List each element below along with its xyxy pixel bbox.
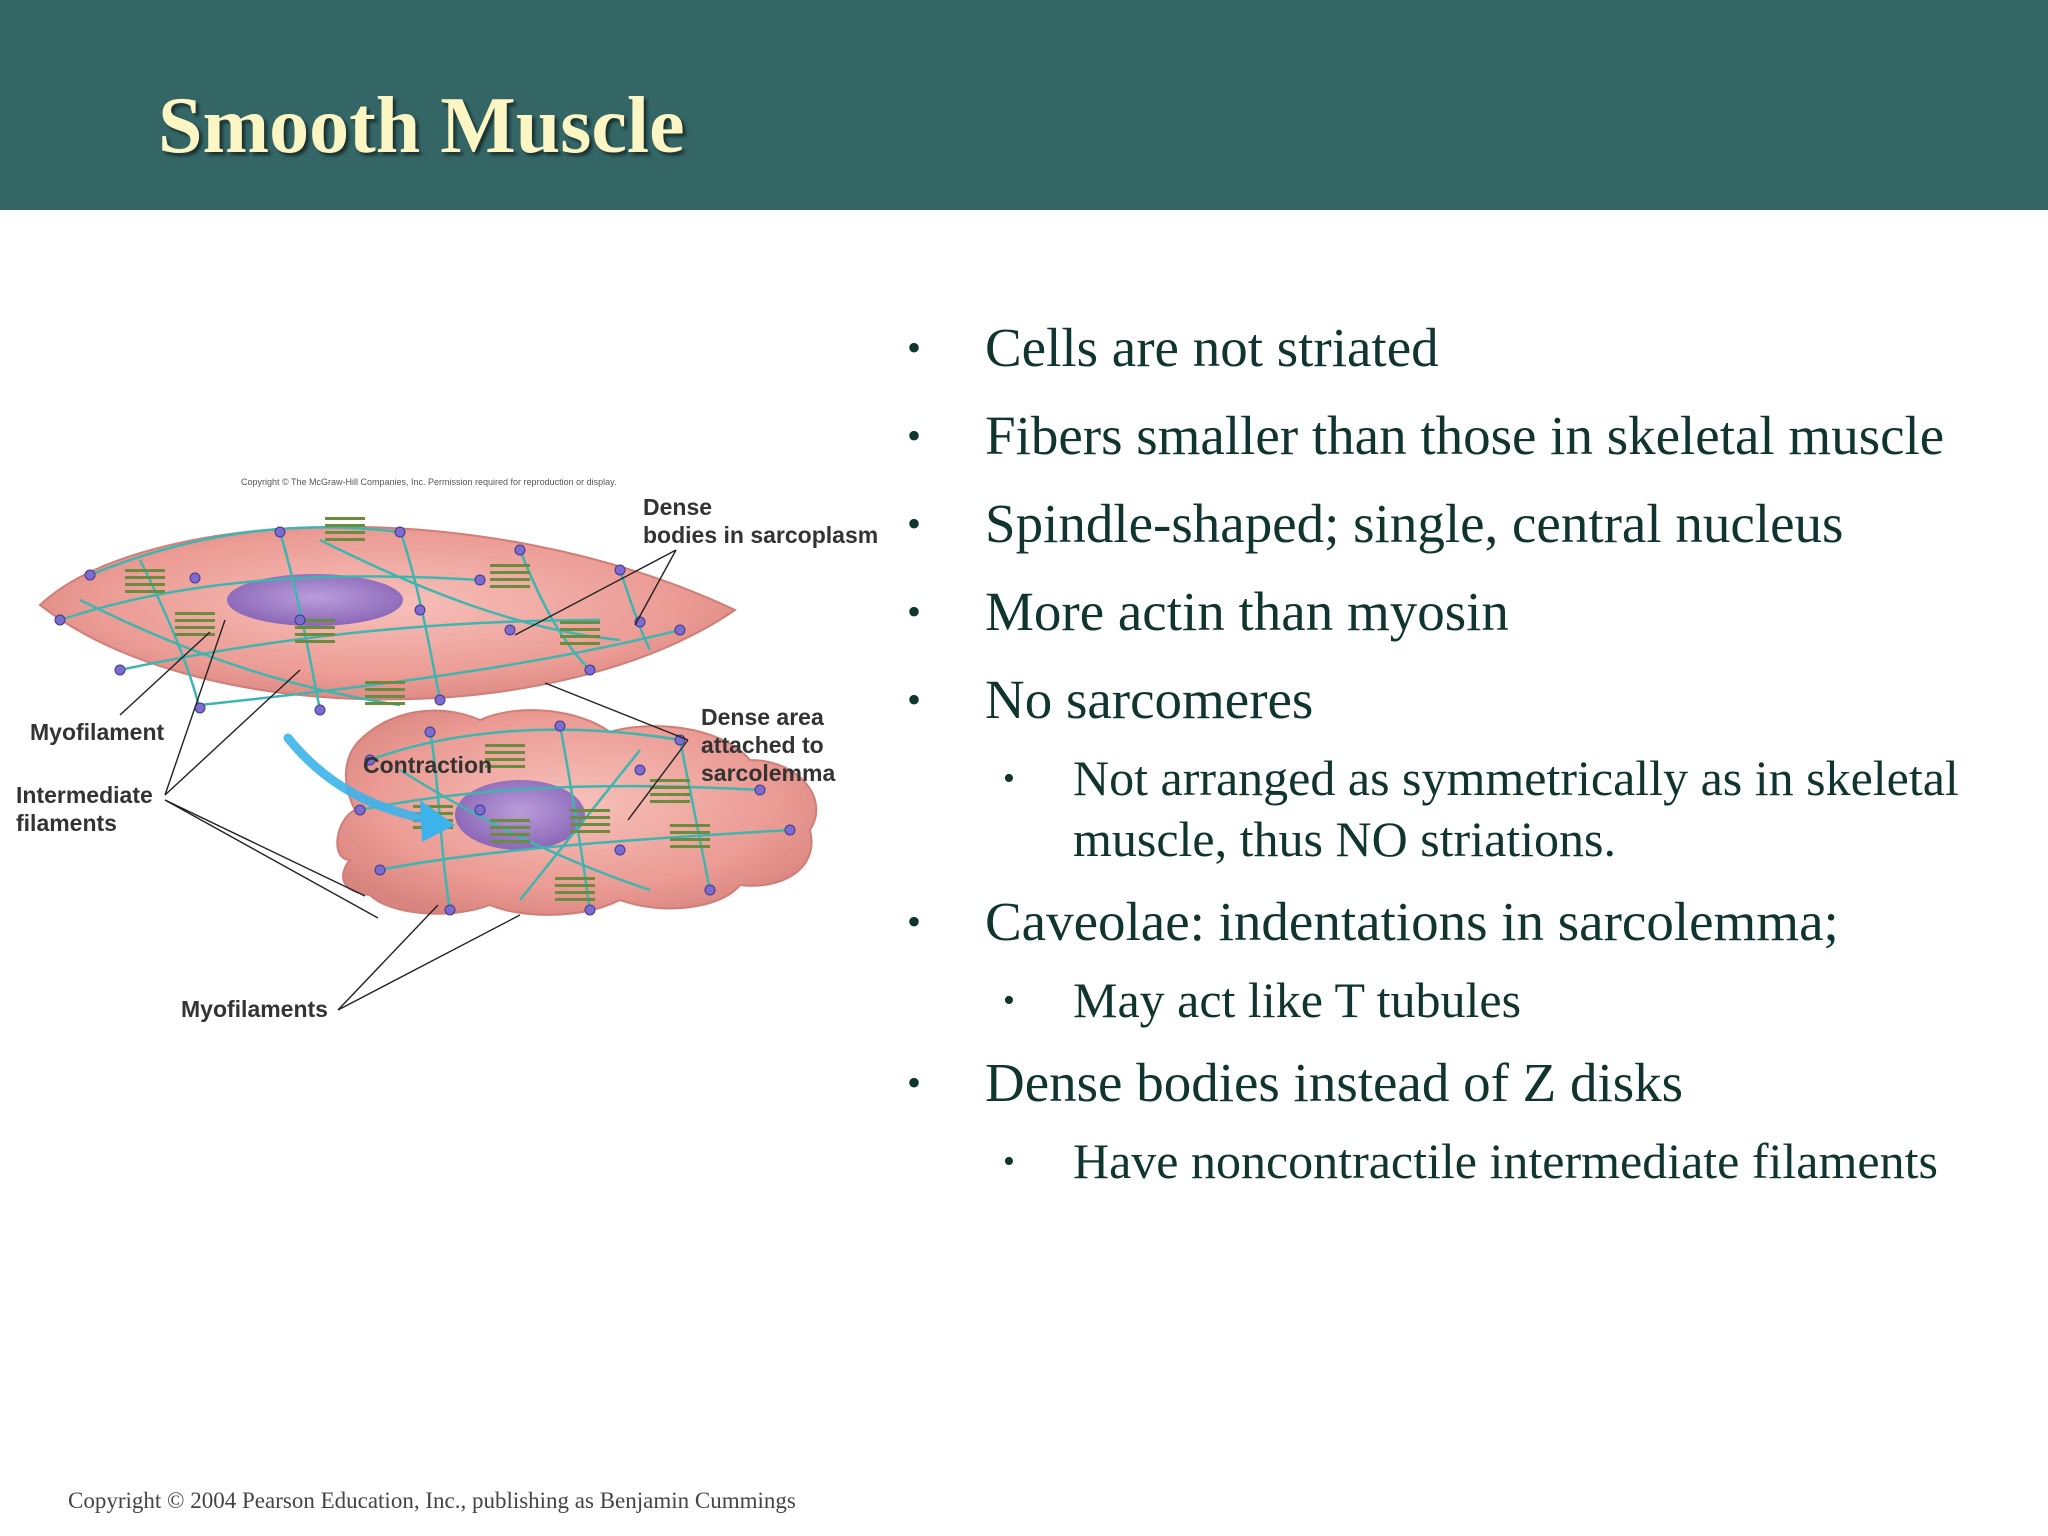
sub-bullet-item: Not arranged as symmetrically as in skel… [993, 748, 2025, 870]
smooth-muscle-diagram: Copyright © The McGraw-Hill Companies, I… [0, 470, 900, 1040]
label-myofilament: Myofilament [30, 719, 165, 745]
label-intermediate-filaments: Intermediate filaments [16, 782, 153, 836]
bullet-item: Cells are not striated [905, 318, 2025, 379]
label-dense-area: Dense area attached to sarcolemma [701, 704, 836, 786]
label-contraction: Contraction [363, 752, 493, 778]
bullet-item: Spindle-shaped; single, central nucleus [905, 494, 2025, 555]
bullet-item: Fibers smaller than those in skeletal mu… [905, 406, 2025, 467]
relaxed-nucleus [227, 574, 403, 626]
bullet-item: Dense bodies instead of Z disks [905, 1053, 2025, 1114]
sub-bullet-item: Have noncontractile intermediate filamen… [993, 1131, 2025, 1192]
bullet-item: More actin than myosin [905, 582, 2025, 643]
bullet-item: Caveolae: indentations in sarcolemma; [905, 892, 2025, 953]
contracted-dense-bodies [354, 720, 796, 916]
diagram-drawing [38, 517, 818, 1011]
slide-title: Smooth Muscle [158, 82, 685, 170]
copyright-footer: Copyright © 2004 Pearson Education, Inc.… [68, 1488, 796, 1513]
label-myofilaments: Myofilaments [181, 996, 328, 1022]
contraction-arrowhead [420, 800, 455, 842]
title-bar: Smooth Muscle [0, 0, 2048, 210]
contraction-arrow [283, 733, 435, 825]
label-dense-bodies: Dense bodies in sarcoplasm [643, 494, 879, 548]
bullet-item: No sarcomeres [905, 670, 2025, 731]
bullet-list: Cells are not striated Fibers smaller th… [905, 318, 2025, 1214]
contracted-nucleus [455, 780, 585, 850]
figure-copyright: Copyright © The McGraw-Hill Companies, I… [241, 477, 617, 487]
sub-bullet-item: May act like T tubules [993, 970, 2025, 1031]
relaxed-dense-bodies [54, 526, 686, 716]
relaxed-filament-network [59, 526, 681, 711]
leader-lines [119, 549, 689, 1011]
